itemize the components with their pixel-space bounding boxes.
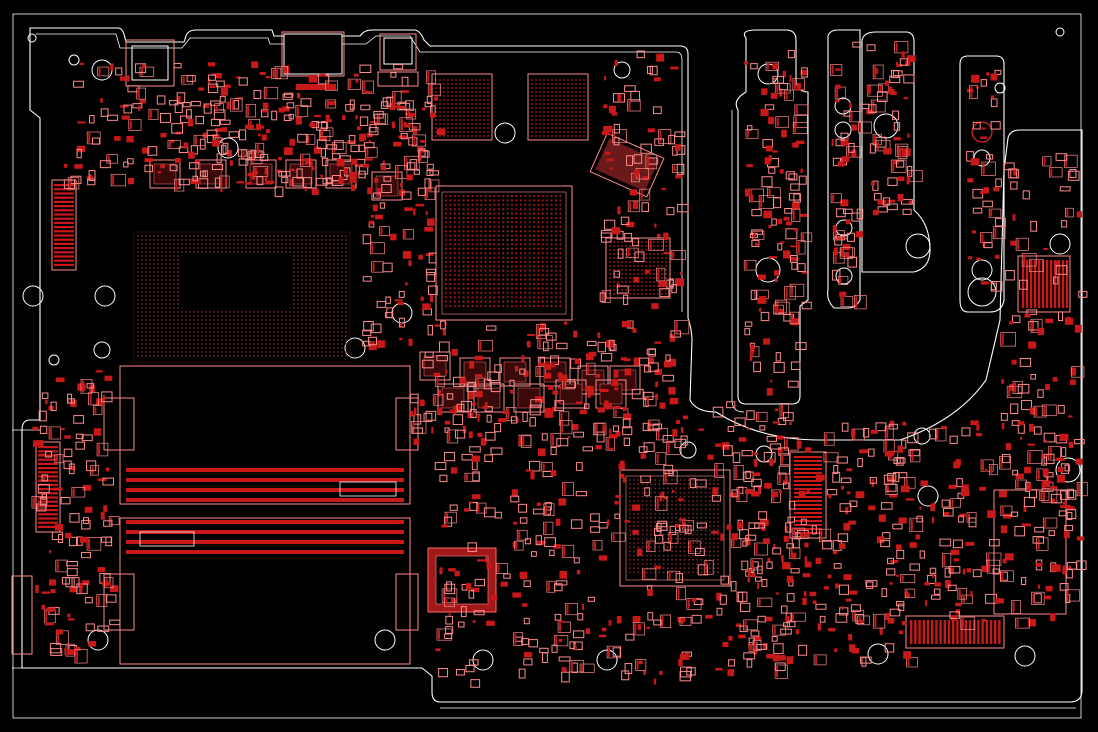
dimm-slot-a	[103, 365, 419, 505]
left-fan-connector	[35, 441, 61, 533]
right-battery-connector	[1017, 255, 1071, 313]
board-outline	[12, 13, 1083, 719]
left-bottom-connector	[11, 575, 33, 655]
m2-connector	[789, 451, 827, 539]
top-chip-b	[527, 73, 589, 141]
left-fpc-connector	[51, 179, 77, 271]
right-card-reader	[993, 489, 1067, 615]
usb-port	[377, 33, 419, 87]
pch-bga	[435, 185, 573, 321]
io-cutout-outlines	[731, 29, 1005, 413]
dc-in-connector	[125, 39, 175, 87]
top-chip-a	[431, 73, 493, 141]
cpu-bga	[133, 231, 351, 363]
dimm-slot-b	[103, 517, 419, 665]
bottom-fpc-connector	[905, 615, 1005, 649]
passive-components	[31, 41, 1088, 688]
ec-qfp	[427, 547, 497, 613]
